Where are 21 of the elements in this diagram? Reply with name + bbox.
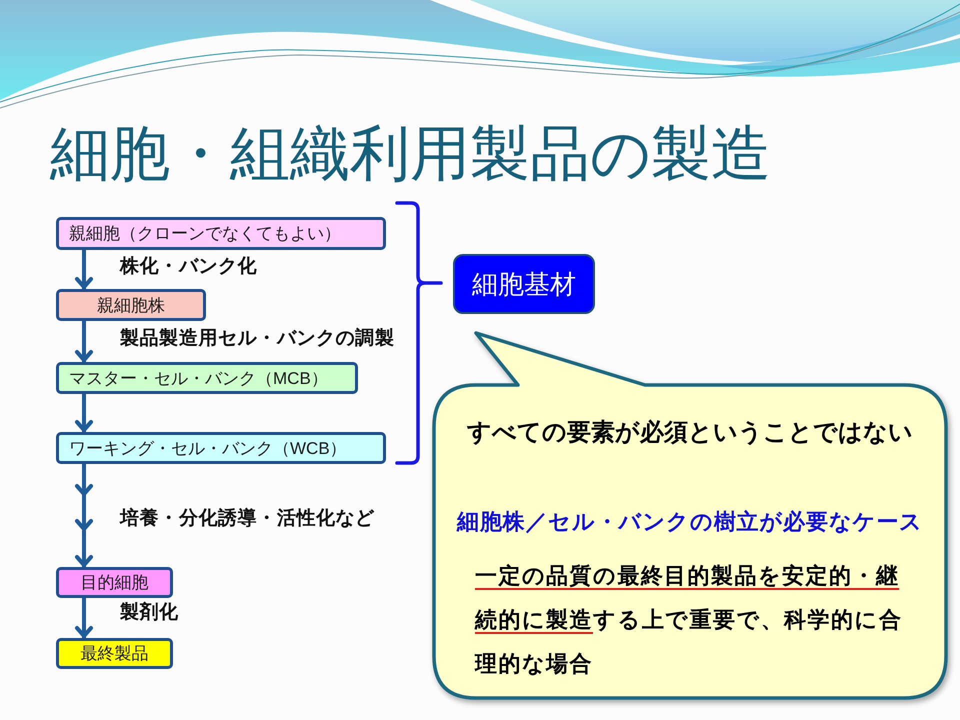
callout-subheading: 細胞株／セル・バンクの樹立が必要なケース	[456, 508, 924, 536]
process-box: 親細胞株	[56, 289, 206, 321]
edge-label: 培養・分化誘導・活性化など	[120, 507, 375, 531]
process-box: ワーキング・セル・バンク（WCB）	[56, 432, 386, 464]
edge-label: 株化・バンク化	[120, 255, 258, 279]
arrow	[74, 464, 94, 567]
arrow	[75, 250, 93, 289]
arrow	[75, 598, 93, 638]
process-box: 最終製品	[56, 638, 173, 669]
slide-title: 細胞・組織利用製品の製造	[50, 119, 771, 189]
process-box: マスター・セル・バンク（MCB）	[56, 362, 358, 394]
edge-label: 製品製造用セル・バンクの調製	[120, 327, 394, 351]
process-box: 親細胞（クローンでなくてもよい）	[56, 217, 386, 250]
arrow	[75, 321, 93, 362]
process-box: 目的細胞	[56, 567, 173, 598]
callout-text: 一定の品質の最終目的製品を安定的・継続的に製造する上で重要で、科学的に合理的な場合	[475, 562, 904, 678]
category-box: 細胞基材	[453, 254, 595, 314]
arrow	[75, 394, 93, 432]
edge-label: 製剤化	[120, 601, 179, 625]
callout-heading: すべての要素が必須ということではない	[466, 418, 914, 448]
speech-bubble	[431, 330, 949, 702]
